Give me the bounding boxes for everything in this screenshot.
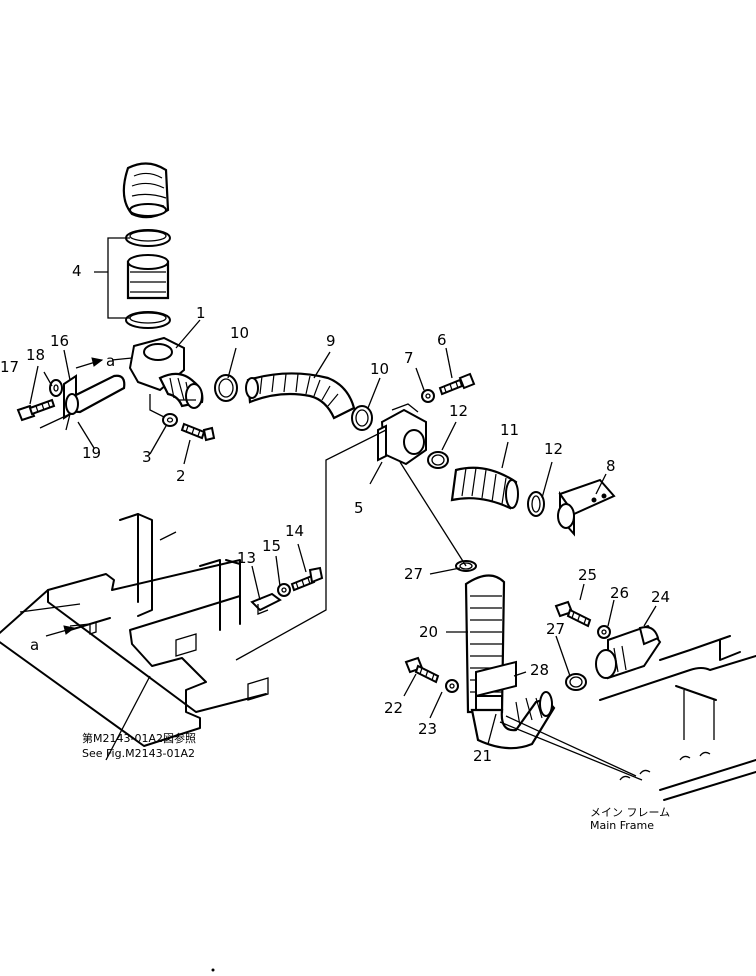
bolt-2	[180, 422, 216, 442]
callout-1: 1	[196, 304, 206, 322]
leader-lines	[29, 319, 657, 781]
view-marker-a-top: a	[106, 352, 115, 370]
reference-note-en: See Fig.M2143-01A2	[82, 747, 195, 760]
bracket-13	[250, 592, 282, 615]
main-frame	[599, 635, 756, 801]
clamp-28	[475, 660, 517, 711]
callout-7: 7	[404, 349, 414, 367]
clamp-12-right	[527, 491, 545, 517]
callout-24: 24	[651, 588, 670, 606]
callout-labels: 1 2 3 4 5 6 7 8 9 10 10 11 12 12 13 14 1…	[0, 262, 670, 765]
callout-5: 5	[354, 499, 364, 517]
reference-note-jp: 第M2143-01A2図参照	[82, 731, 196, 745]
callout-27a: 27	[404, 565, 423, 583]
callout-28: 28	[530, 661, 549, 679]
callout-9: 9	[326, 332, 336, 350]
callout-22: 22	[384, 699, 403, 717]
callout-6: 6	[437, 331, 447, 349]
bolt-6	[438, 372, 476, 396]
hose-kit-4	[94, 229, 171, 329]
frame-note-jp: メイン フレーム	[590, 806, 670, 819]
cap-8	[557, 478, 616, 537]
bolt-22	[404, 656, 440, 684]
washer-18	[49, 379, 63, 397]
elbow-24	[595, 624, 662, 680]
callout-27b: 27	[546, 620, 565, 638]
callout-2: 2	[176, 467, 186, 485]
callout-10a: 10	[230, 324, 249, 342]
view-marker-a-left: a	[30, 636, 39, 654]
clamp-10-left	[214, 374, 238, 402]
washer-26	[597, 625, 611, 639]
clamp-10-right	[351, 405, 373, 431]
callout-26: 26	[610, 584, 629, 602]
bolt-14	[290, 566, 324, 592]
bolt-17	[16, 398, 56, 422]
frame-note-en: Main Frame	[590, 819, 654, 832]
callout-19: 19	[82, 444, 101, 462]
callout-18: 18	[26, 346, 45, 364]
callout-4: 4	[72, 262, 82, 280]
bolt-25	[554, 600, 592, 628]
callout-14: 14	[285, 522, 304, 540]
hose-11	[450, 466, 519, 510]
washer-23	[445, 679, 459, 693]
callout-8: 8	[606, 457, 616, 475]
tee-housing-1	[128, 336, 204, 419]
washer-3	[162, 413, 178, 427]
callout-21: 21	[473, 747, 492, 765]
bracket-16	[39, 374, 126, 431]
clamp-12-left	[427, 451, 449, 469]
washer-15	[277, 583, 291, 597]
view-arrow-left	[45, 625, 76, 637]
callout-15: 15	[262, 537, 281, 555]
callout-17: 17	[0, 358, 19, 376]
callout-23: 23	[418, 720, 437, 738]
view-arrow-top	[75, 357, 104, 369]
callout-25: 25	[578, 566, 597, 584]
callout-11: 11	[500, 421, 519, 439]
hose-9	[245, 372, 356, 420]
callout-20: 20	[419, 623, 438, 641]
top-elbow-hose	[122, 162, 170, 219]
callout-3: 3	[142, 448, 152, 466]
callout-13: 13	[237, 549, 256, 567]
left-frame	[0, 513, 269, 747]
callout-16: 16	[50, 332, 69, 350]
washer-7	[421, 389, 435, 403]
o-ring-27-right	[565, 673, 587, 691]
callout-12a: 12	[449, 402, 468, 420]
callout-10b: 10	[370, 360, 389, 378]
callout-12b: 12	[544, 440, 563, 458]
elbow-housing-5	[377, 403, 427, 466]
